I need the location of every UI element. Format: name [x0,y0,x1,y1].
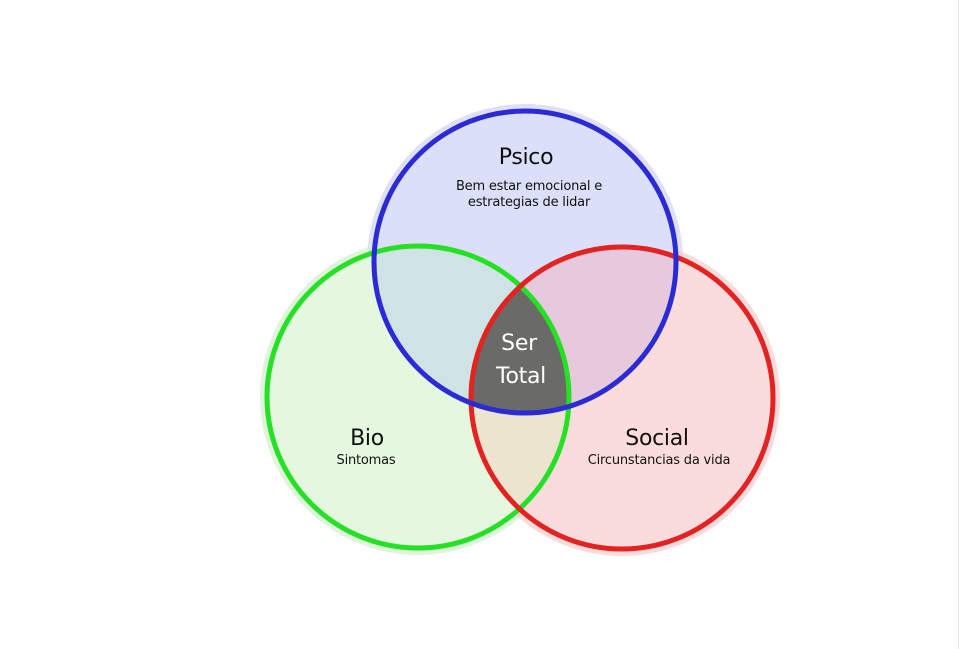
social-subtitle: Circunstancias da vida [587,453,731,468]
psico-title: Psico [498,145,554,170]
social-circle-outline [468,244,776,552]
bio-circle-outline [264,243,572,551]
center-label-line2: Total [496,364,546,389]
social-title: Social [625,426,689,451]
center-label-line1: Ser [501,331,537,356]
right-edge-rule [958,0,959,649]
bio-subtitle: Sintomas [336,453,396,468]
psico-subtitle-line1: Bem estar emocional e [455,179,603,194]
psico-circle-outline [371,108,679,416]
bio-title: Bio [350,426,384,451]
psico-subtitle-line2: estrategias de lidar [467,195,591,210]
